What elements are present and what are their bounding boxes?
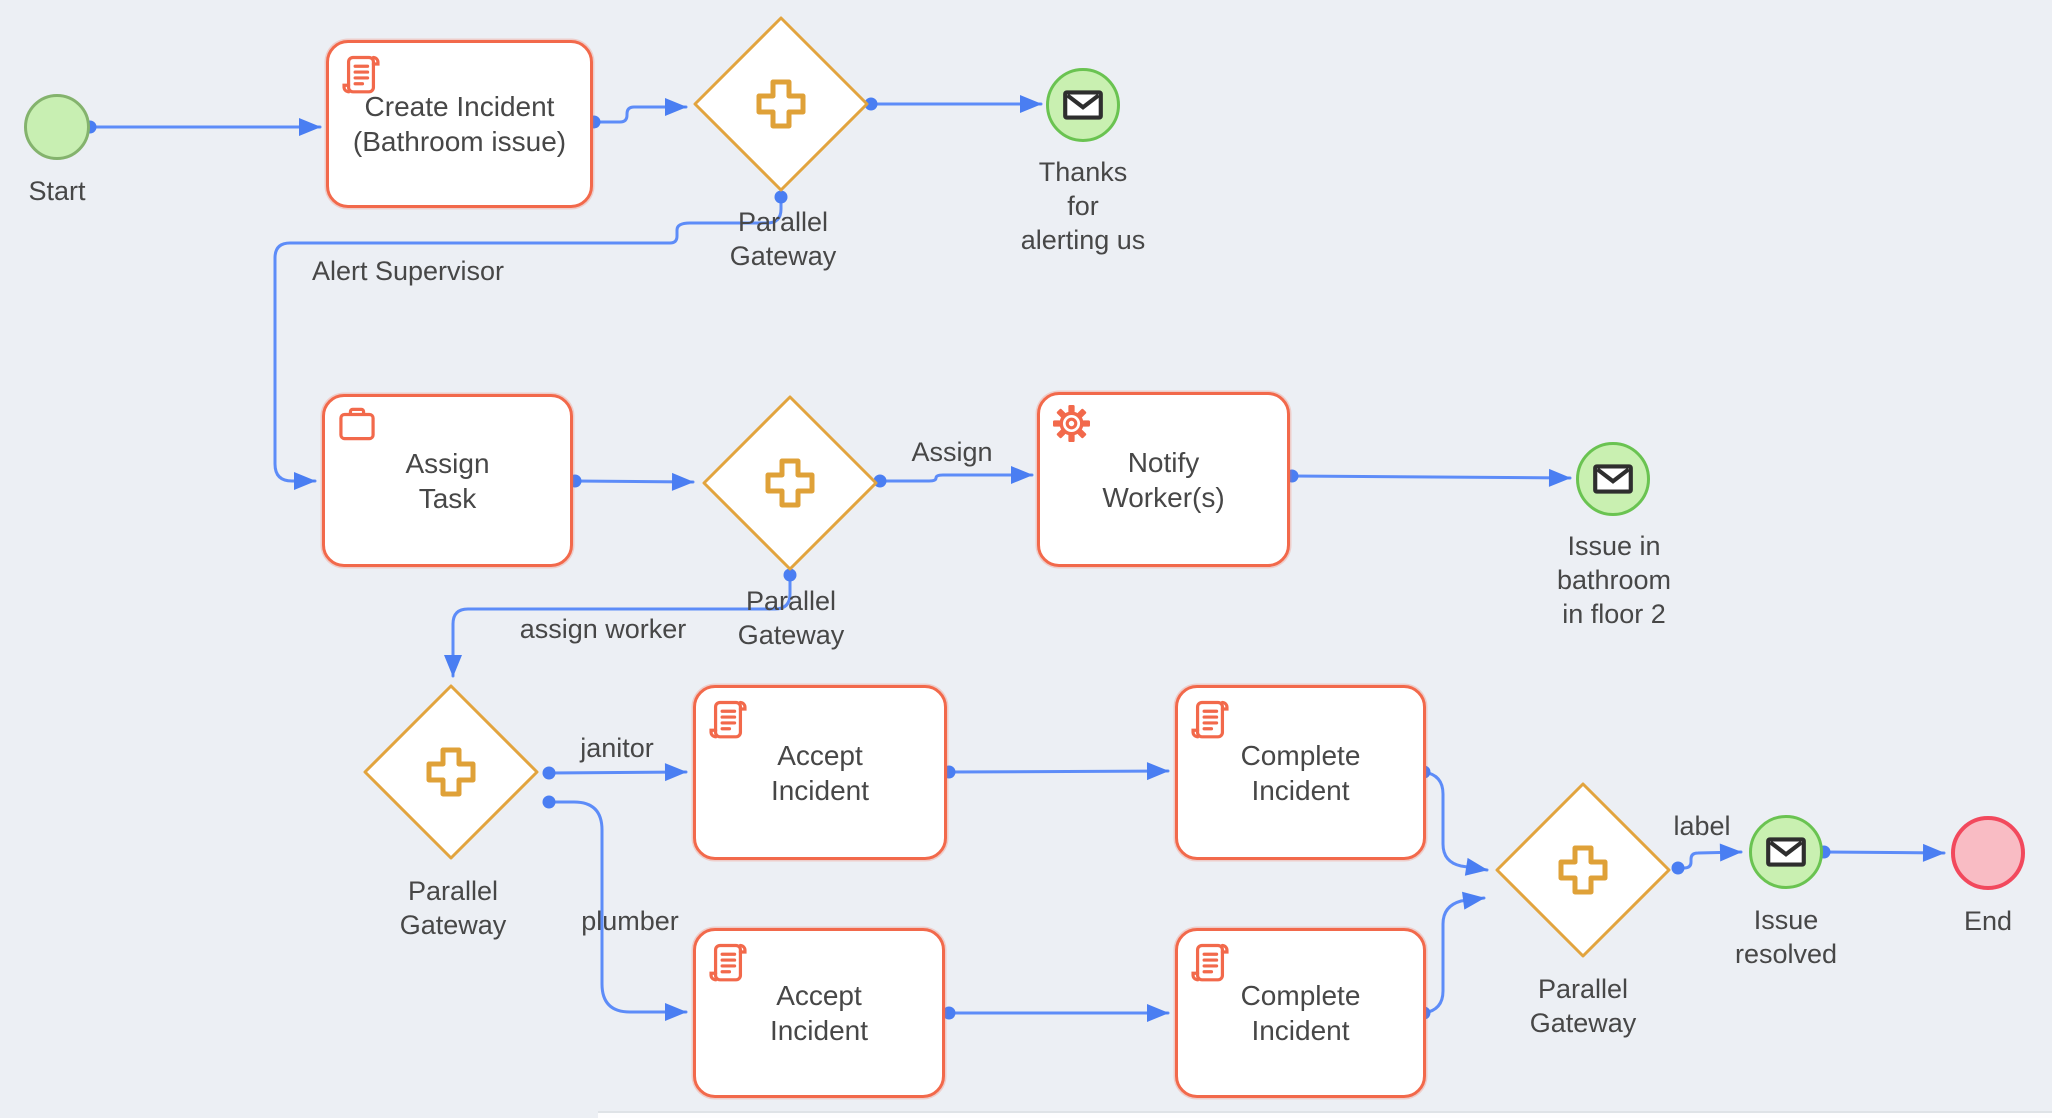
parallel-gateway-4-label: Parallel Gateway: [1529, 974, 1637, 1038]
flow-label[interactable]: [1671, 843, 1743, 875]
flow-assign-worker[interactable]: [444, 568, 797, 678]
edge-label-label[interactable]: label: [1673, 811, 1731, 841]
script-icon: [709, 700, 747, 739]
message-event-issue-bathroom-label: Issue in bathroom in floor 2: [1556, 531, 1672, 629]
briefcase-icon: [339, 407, 375, 441]
message-event-issue-bathroom[interactable]: [1576, 442, 1650, 516]
plus-icon: [765, 458, 815, 508]
start-event[interactable]: [24, 94, 90, 160]
task-accept-incident-janitor[interactable]: Accept Incident: [693, 685, 947, 860]
edge-label-assign[interactable]: Assign: [911, 437, 993, 467]
flow-issue-resolved-to-end[interactable]: [1817, 843, 1946, 862]
task-label: Complete Incident: [1240, 980, 1361, 1046]
parallel-gateway-1[interactable]: [691, 14, 871, 194]
plus-icon: [756, 79, 806, 129]
flow-create-incident-to-gateway1[interactable]: [587, 98, 688, 129]
envelope-icon: [1766, 837, 1806, 867]
flow-alert-supervisor[interactable]: [273, 190, 788, 490]
parallel-gateway-4[interactable]: [1493, 780, 1673, 960]
flow-assign[interactable]: [873, 466, 1034, 488]
task-label: Create Incident (Bathroom issue): [352, 91, 567, 157]
edge-label-assign-worker[interactable]: assign worker: [519, 614, 687, 644]
script-icon: [709, 943, 747, 982]
flow-accept-to-complete-janitor[interactable]: [942, 762, 1170, 781]
flow-notify-to-issue-bathroom[interactable]: [1285, 468, 1572, 487]
script-icon: [1191, 700, 1229, 739]
task-label: Complete Incident: [1240, 739, 1361, 806]
end-event-label: End: [1963, 906, 2013, 936]
task-create-incident[interactable]: Create Incident (Bathroom issue): [326, 40, 593, 208]
gear-icon: [1053, 405, 1090, 442]
bottom-window-edge: [598, 1111, 2052, 1118]
message-event-thanks[interactable]: [1046, 68, 1120, 142]
parallel-gateway-3[interactable]: [361, 682, 541, 862]
flow-assign-task-to-gateway2[interactable]: [568, 472, 695, 491]
edge-label-alert-supervisor[interactable]: Alert Supervisor: [311, 256, 505, 286]
task-label: Notify Worker(s): [1102, 446, 1225, 513]
parallel-gateway-2[interactable]: [700, 393, 880, 573]
task-complete-incident-plumber[interactable]: Complete Incident: [1175, 928, 1426, 1098]
plus-icon: [426, 747, 476, 797]
edge-label-janitor[interactable]: janitor: [580, 733, 654, 763]
script-icon: [1191, 943, 1229, 982]
edge-label-plumber[interactable]: plumber: [581, 906, 679, 936]
envelope-icon: [1593, 464, 1633, 494]
parallel-gateway-1-label: Parallel Gateway: [729, 207, 837, 271]
message-event-issue-resolved[interactable]: [1749, 815, 1823, 889]
task-label: Accept Incident: [770, 739, 870, 806]
envelope-icon: [1063, 90, 1103, 120]
flow-plumber[interactable]: [542, 795, 688, 1021]
flow-janitor[interactable]: [542, 763, 688, 782]
parallel-gateway-2-label: Parallel Gateway: [737, 586, 845, 650]
task-accept-incident-plumber[interactable]: Accept Incident: [693, 928, 945, 1098]
task-notify-workers[interactable]: Notify Worker(s): [1037, 392, 1290, 567]
task-assign-task[interactable]: Assign Task: [322, 394, 573, 567]
plus-icon: [1558, 845, 1608, 895]
task-complete-incident-janitor[interactable]: Complete Incident: [1175, 685, 1426, 860]
flow-complete-plumber-to-gateway4[interactable]: [1417, 891, 1486, 1020]
start-event-label: Start: [28, 176, 86, 206]
message-event-thanks-label: Thanks for alerting us: [1020, 157, 1146, 255]
task-label: Accept Incident: [769, 980, 869, 1046]
end-event[interactable]: [1951, 816, 2025, 890]
message-event-issue-resolved-label: Issue resolved: [1734, 905, 1838, 969]
task-label: Assign Task: [405, 447, 490, 514]
script-icon: [342, 55, 380, 94]
parallel-gateway-3-label: Parallel Gateway: [399, 876, 507, 940]
flow-complete-janitor-to-gateway4[interactable]: [1417, 765, 1489, 876]
